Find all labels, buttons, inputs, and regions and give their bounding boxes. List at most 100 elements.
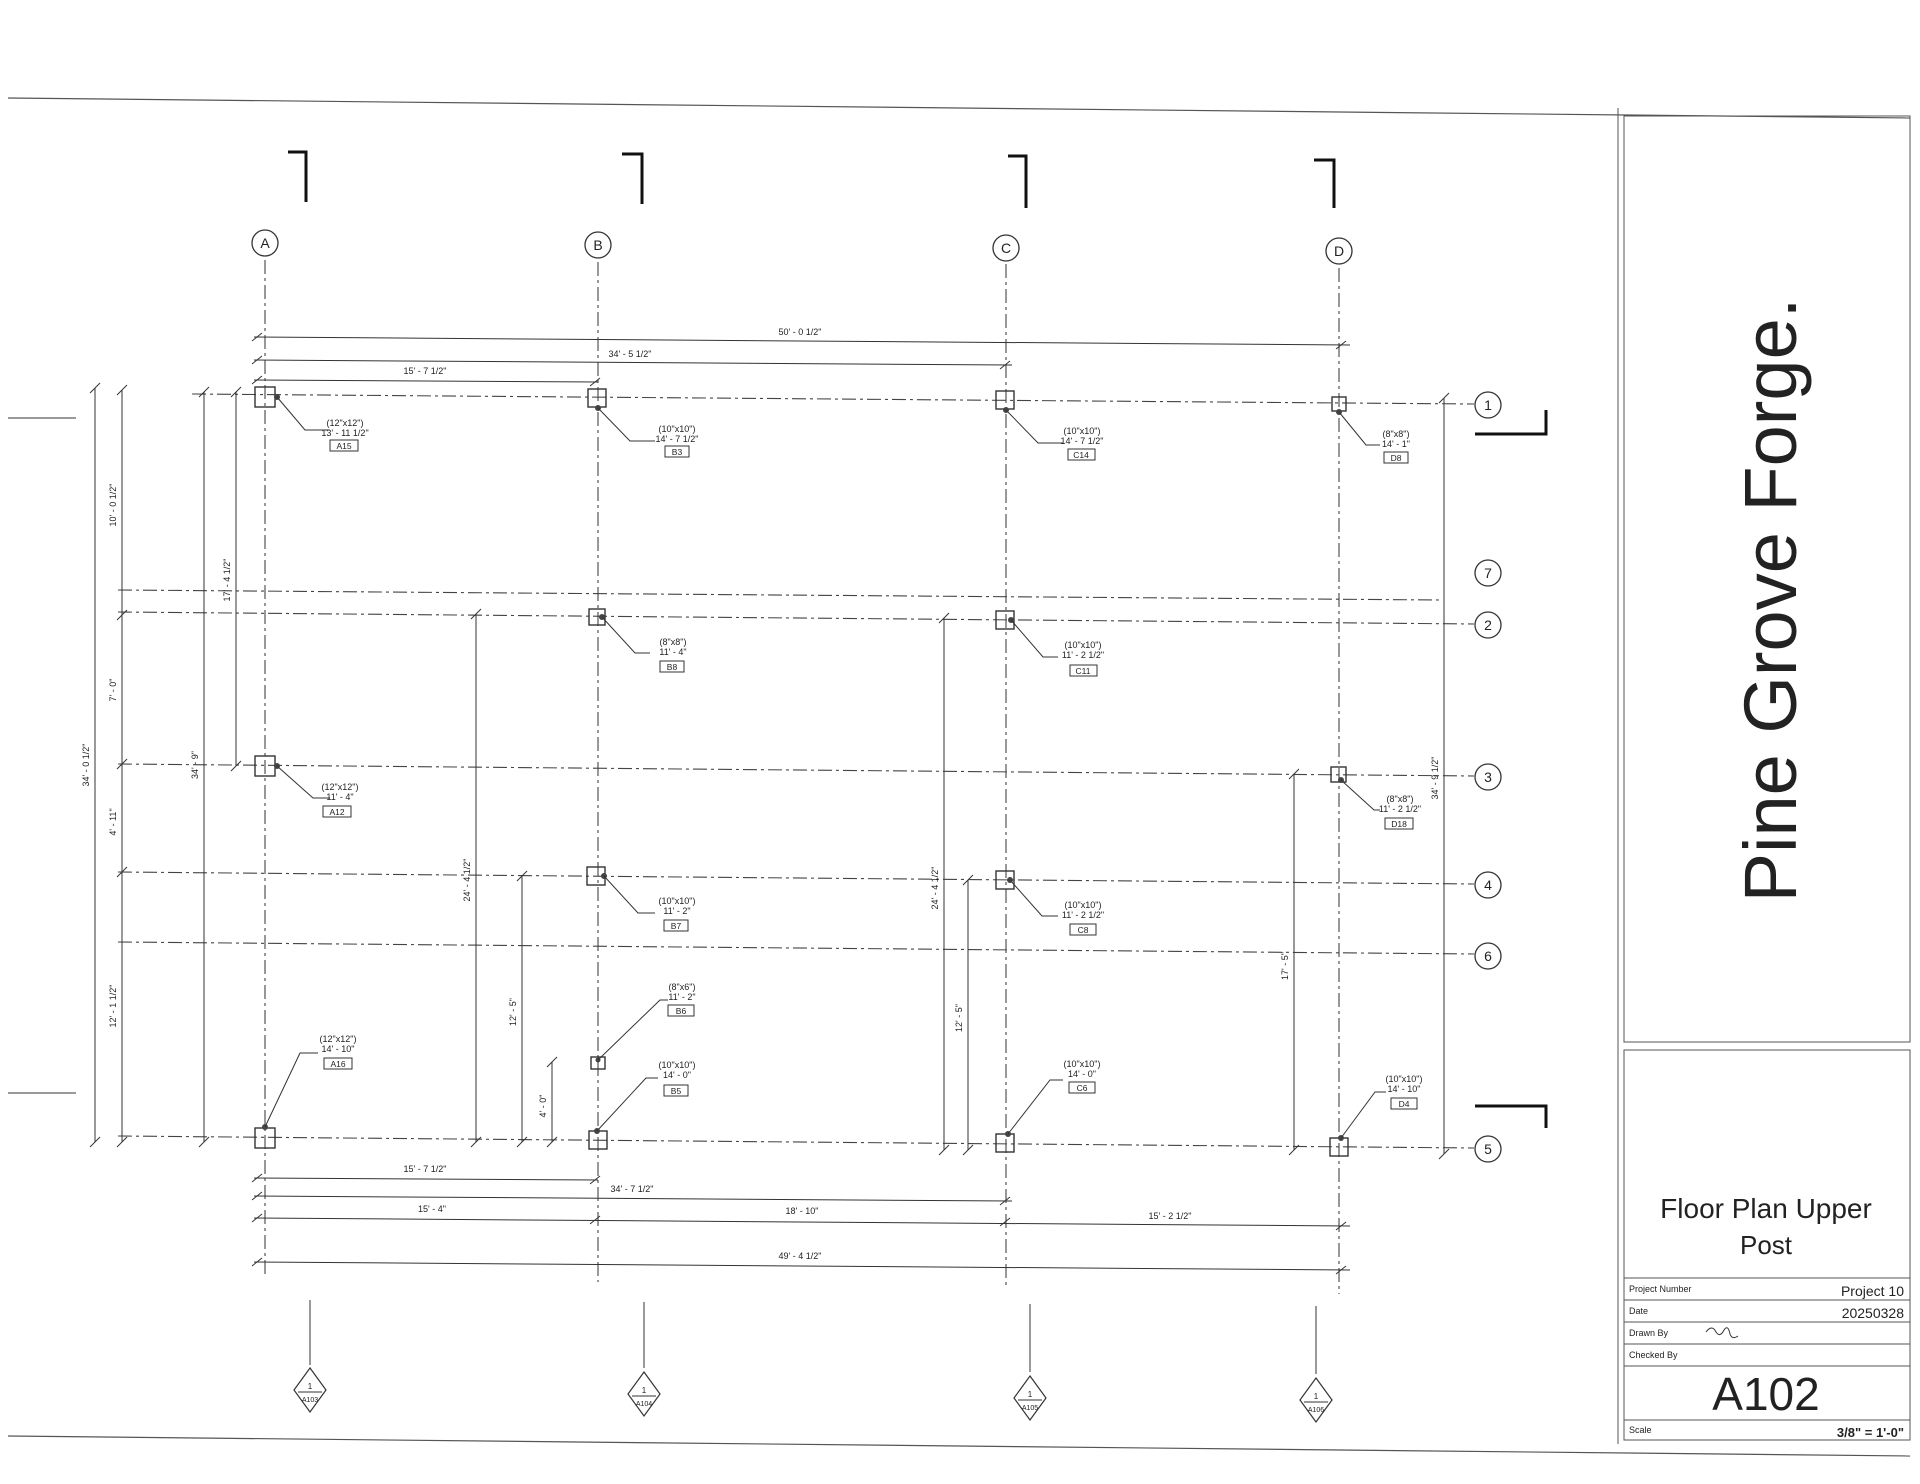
post-C14: (10"x10") 14' - 7 1/2" C14 xyxy=(995,390,1104,461)
grid-bubble-5: 5 xyxy=(1474,1135,1502,1163)
svg-text:(10"x10"): (10"x10") xyxy=(1064,426,1101,436)
label-drawn-by: Drawn By xyxy=(1629,1328,1669,1338)
top-dimensions: 50' - 0 1/2" 34' - 5 1/2" 15' - 7 1/2" xyxy=(251,327,1351,387)
post-D18: (8"x8") 11' - 2 1/2" D18 xyxy=(1330,766,1421,830)
scale-value: 3/8" = 1'-0" xyxy=(1837,1425,1904,1440)
svg-text:(8"x8"): (8"x8") xyxy=(1387,794,1414,804)
post-B3: (10"x10") 14' - 7 1/2" B3 xyxy=(587,388,699,458)
svg-text:14' - 1": 14' - 1" xyxy=(1382,439,1410,449)
dim-bottom-cd: 15' - 2 1/2" xyxy=(1149,1211,1192,1221)
label-scale: Scale xyxy=(1629,1425,1652,1435)
svg-text:2: 2 xyxy=(1484,617,1492,633)
svg-text:1: 1 xyxy=(308,1382,313,1391)
interior-dimensions: 24' - 4 1/2" 12' - 5" 4' - 0" 24' - 4 1/… xyxy=(462,608,1300,1156)
svg-text:A15: A15 xyxy=(336,441,351,451)
dim-top-ac: 34' - 5 1/2" xyxy=(609,349,652,359)
label-project-number: Project Number xyxy=(1629,1284,1692,1294)
grid-bubble-7: 7 xyxy=(1474,559,1502,587)
svg-text:(10"x10"): (10"x10") xyxy=(1386,1074,1423,1084)
row-grid-lines xyxy=(117,393,1475,1149)
dim-bottom-ab: 15' - 7 1/2" xyxy=(404,1164,447,1174)
post-C6: (10"x10") 14' - 0" C6 xyxy=(995,1059,1101,1153)
svg-text:1: 1 xyxy=(642,1386,647,1395)
svg-text:D4: D4 xyxy=(1399,1099,1410,1109)
svg-text:D18: D18 xyxy=(1391,819,1407,829)
svg-text:C11: C11 xyxy=(1076,666,1091,676)
svg-text:A103: A103 xyxy=(302,1397,318,1404)
svg-text:A105: A105 xyxy=(1022,1405,1038,1412)
post-A16: (12"x12") 14' - 10" A16 xyxy=(254,1034,357,1149)
post-A12: (12"x12") 11' - 4" A12 xyxy=(254,755,358,818)
column-grid-bubbles: A B C D xyxy=(251,229,1353,265)
svg-text:1: 1 xyxy=(1028,1390,1033,1399)
row-grid-bubbles: 1 7 2 3 4 6 5 xyxy=(1474,391,1502,1163)
sheet-subtitle: Post xyxy=(1740,1230,1793,1260)
svg-text:1: 1 xyxy=(1484,397,1492,413)
dim-left-3-4: 4' - 11" xyxy=(108,808,118,835)
title-block: Pine Grove Forge. Floor Plan Upper Post … xyxy=(1617,108,1911,1444)
svg-text:14' - 10": 14' - 10" xyxy=(322,1044,355,1054)
post-B8: (8"x8") 11' - 4" B8 xyxy=(588,608,687,673)
svg-text:(12"x12"): (12"x12") xyxy=(327,418,364,428)
svg-text:A16: A16 xyxy=(330,1059,345,1069)
left-dimensions: 34' - 0 1/2" 10' - 0 1/2" 7' - 0" 4' - 1… xyxy=(81,382,242,1148)
grid-bubble-6: 6 xyxy=(1474,942,1502,970)
svg-text:6: 6 xyxy=(1484,948,1492,964)
svg-text:14' - 0": 14' - 0" xyxy=(1068,1069,1096,1079)
svg-text:14' - 0": 14' - 0" xyxy=(663,1070,691,1080)
svg-text:11' - 2": 11' - 2" xyxy=(663,906,690,916)
dim-right-overall: 34' - 9 1/2" xyxy=(1430,757,1440,800)
svg-text:(10"x10"): (10"x10") xyxy=(1065,640,1102,650)
post-D8: (8"x8") 14' - 1" D8 xyxy=(1331,396,1410,464)
svg-text:14' - 10": 14' - 10" xyxy=(1388,1084,1421,1094)
svg-text:14' - 7 1/2": 14' - 7 1/2" xyxy=(1061,436,1104,446)
svg-text:4: 4 xyxy=(1484,877,1492,893)
svg-text:C14: C14 xyxy=(1073,450,1089,460)
svg-text:C6: C6 xyxy=(1077,1083,1088,1093)
post-B6: (8"x6") 11' - 2" B6 xyxy=(590,982,696,1070)
svg-text:(10"x10"): (10"x10") xyxy=(659,896,696,906)
svg-text:1: 1 xyxy=(1314,1392,1319,1401)
svg-text:A12: A12 xyxy=(329,807,344,817)
svg-text:11' - 2 1/2": 11' - 2 1/2" xyxy=(1062,910,1104,920)
svg-text:(10"x10"): (10"x10") xyxy=(659,1060,696,1070)
svg-text:(10"x10"): (10"x10") xyxy=(1064,1059,1101,1069)
svg-text:B7: B7 xyxy=(671,921,682,931)
section-cut-markers xyxy=(8,150,1548,1128)
svg-text:A106: A106 xyxy=(1308,1407,1324,1414)
svg-text:(8"x6"): (8"x6") xyxy=(669,982,696,992)
project-number: Project 10 xyxy=(1841,1283,1904,1299)
svg-text:(10"x10"): (10"x10") xyxy=(659,424,696,434)
svg-text:C: C xyxy=(1001,240,1011,256)
right-dimension: 34' - 9 1/2" xyxy=(1430,392,1450,1160)
svg-text:13' - 11 1/2": 13' - 11 1/2" xyxy=(321,428,368,438)
project-date: 20250328 xyxy=(1842,1305,1905,1321)
svg-text:B3: B3 xyxy=(672,447,683,457)
svg-text:14' - 7 1/2": 14' - 7 1/2" xyxy=(656,434,699,444)
section-cut-mark xyxy=(1475,410,1548,436)
svg-text:(12"x12"): (12"x12") xyxy=(320,1034,357,1044)
dim-bottom-ac: 34' - 7 1/2" xyxy=(611,1184,654,1194)
dim-interior-c-2-5: 24' - 4 1/2" xyxy=(930,867,940,910)
section-reference-markers: 1 A103 1 A104 1 A105 1 A106 xyxy=(293,1300,1333,1424)
svg-text:11' - 4": 11' - 4" xyxy=(659,647,686,657)
sheet-border-top xyxy=(7,97,1911,119)
posts: (12"x12") 13' - 11 1/2" A15 (10"x10") 14… xyxy=(254,386,1423,1157)
section-cut-mark xyxy=(622,152,644,204)
dim-left-1-3: 17' - 4 1/2" xyxy=(222,559,232,602)
svg-text:B5: B5 xyxy=(671,1086,682,1096)
grid-bubble-A: A xyxy=(251,229,279,257)
svg-text:B8: B8 xyxy=(667,662,678,672)
dim-left-4-5: 12' - 1 1/2" xyxy=(108,985,118,1028)
dim-interior-c-4-5: 12' - 5" xyxy=(954,1004,964,1032)
svg-text:A104: A104 xyxy=(636,1401,652,1408)
svg-text:(8"x8"): (8"x8") xyxy=(660,637,687,647)
grid-bubble-D: D xyxy=(1325,237,1353,265)
svg-text:11' - 2 1/2": 11' - 2 1/2" xyxy=(1062,650,1104,660)
dim-left-overall: 34' - 0 1/2" xyxy=(81,744,91,787)
svg-text:3: 3 xyxy=(1484,769,1492,785)
grid-bubble-B: B xyxy=(584,231,612,259)
dim-left-1-5: 34' - 9" xyxy=(190,751,200,779)
section-cut-mark xyxy=(1314,158,1336,208)
post-C8: (10"x10") 11' - 2 1/2" C8 xyxy=(995,870,1104,936)
